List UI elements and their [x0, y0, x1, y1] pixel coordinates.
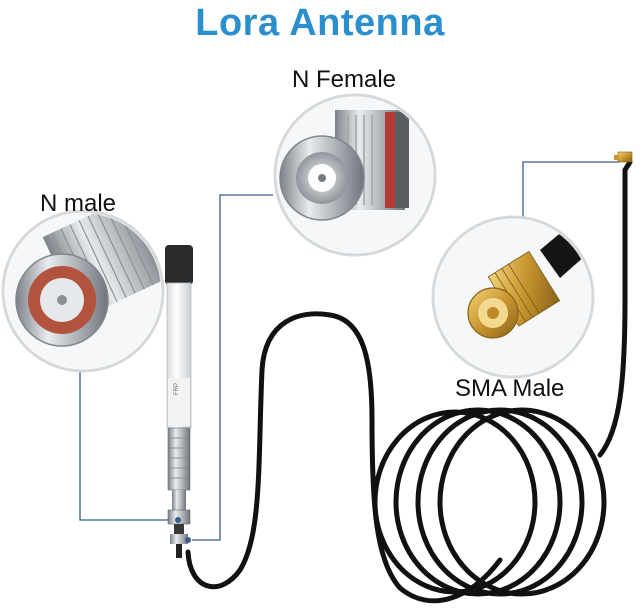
nmale-callout-line [79, 368, 173, 521]
callout-lines [79, 161, 620, 541]
nfemale-callout-line [192, 194, 273, 541]
n-male-connector-photo [1, 209, 165, 373]
antenna-body: FRP [165, 245, 193, 558]
sma-male-connector-photo [431, 215, 595, 379]
coiled-cable [185, 159, 633, 604]
n-female-connector-photo [273, 93, 437, 257]
page-title: Lora Antenna [195, 2, 445, 44]
sma-callout-line [522, 161, 620, 230]
n-male-label: N male [40, 190, 117, 217]
n-female-label: N Female [292, 66, 397, 93]
cable-end-sma-plug [614, 151, 633, 163]
sma-male-label: SMA Male [455, 375, 565, 402]
svg-text:FRP: FRP [174, 383, 180, 395]
